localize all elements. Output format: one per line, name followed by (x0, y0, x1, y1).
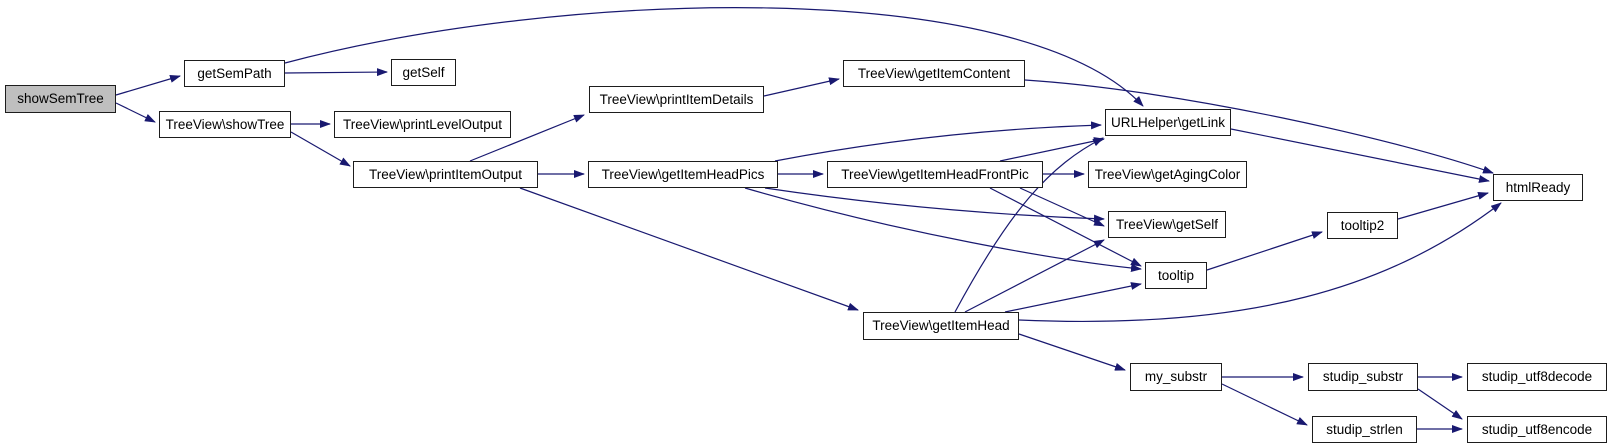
edge-treeview-getitemheadfrontpic-to-urlhelper-getlink (999, 137, 1105, 162)
node-urlhelper-getlink[interactable]: URLHelper\getLink (1105, 109, 1231, 136)
node-treeview-getself[interactable]: TreeView\getSelf (1108, 211, 1226, 238)
edge-treeview-printitemoutput-to-treeview-getitemhead (519, 187, 859, 311)
node-treeview-printitemdetails[interactable]: TreeView\printItemDetails (589, 86, 764, 113)
node-studip-utf8decode[interactable]: studip_utf8decode (1467, 363, 1607, 391)
node-treeview-getagingcolor[interactable]: TreeView\getAgingColor (1088, 161, 1247, 188)
node-tooltip2[interactable]: tooltip2 (1327, 212, 1398, 239)
edge-treeview-getitemheadpics-to-tooltip (744, 187, 1142, 272)
node-treeview-getitemcontent[interactable]: TreeView\getItemContent (843, 60, 1025, 87)
node-treeview-getitemheadpics[interactable]: TreeView\getItemHeadPics (588, 161, 778, 188)
edge-tooltip2-to-htmlready (1397, 191, 1489, 220)
edge-my-substr-to-studip-strlen (1221, 383, 1308, 426)
edge-treeview-getitemhead-to-tooltip (1004, 282, 1142, 313)
edge-treeview-getitemcontent-to-htmlready (1024, 79, 1494, 174)
edge-treeview-getitemhead-to-my-substr (1018, 333, 1126, 371)
node-treeview-printitemoutput[interactable]: TreeView\printItemOutput (353, 161, 538, 188)
node-treeview-getitemheadfrontpic[interactable]: TreeView\getItemHeadFrontPic (827, 161, 1043, 188)
edge-studip-substr-to-studip-utf8encode (1417, 388, 1463, 420)
node-getsempath[interactable]: getSemPath (184, 60, 285, 87)
node-htmlready[interactable]: htmlReady (1493, 174, 1583, 201)
node-studip-substr[interactable]: studip_substr (1308, 363, 1418, 391)
node-studip-utf8encode[interactable]: studip_utf8encode (1467, 416, 1607, 443)
edge-showsemtree-to-treeview-showtree (115, 102, 156, 123)
node-getself[interactable]: getSelf (391, 59, 456, 86)
node-treeview-showtree[interactable]: TreeView\showTree (159, 111, 291, 138)
node-showsemtree: showSemTree (5, 85, 116, 113)
edge-treeview-getitemhead-to-htmlready (1018, 202, 1502, 323)
node-treeview-getitemhead[interactable]: TreeView\getItemHead (863, 312, 1019, 340)
edge-treeview-getitemheadpics-to-urlhelper-getlink (774, 121, 1102, 162)
node-treeview-printleveloutput[interactable]: TreeView\printLevelOutput (334, 111, 511, 138)
edge-treeview-printitemdetails-to-treeview-getitemcontent (763, 77, 840, 97)
node-studip-strlen[interactable]: studip_strlen (1312, 416, 1417, 443)
edge-treeview-getitemheadpics-to-treeview-getself (764, 187, 1105, 223)
node-my-substr[interactable]: my_substr (1130, 363, 1222, 391)
edge-treeview-getitemheadfrontpic-to-treeview-getself (1019, 187, 1105, 227)
edge-urlhelper-getlink-to-htmlready (1230, 128, 1490, 183)
edge-showsemtree-to-getsempath (115, 75, 181, 96)
node-tooltip[interactable]: tooltip (1145, 262, 1207, 289)
edge-treeview-getitemhead-to-treeview-getself (964, 239, 1105, 313)
edge-getsempath-to-getself (284, 68, 388, 77)
